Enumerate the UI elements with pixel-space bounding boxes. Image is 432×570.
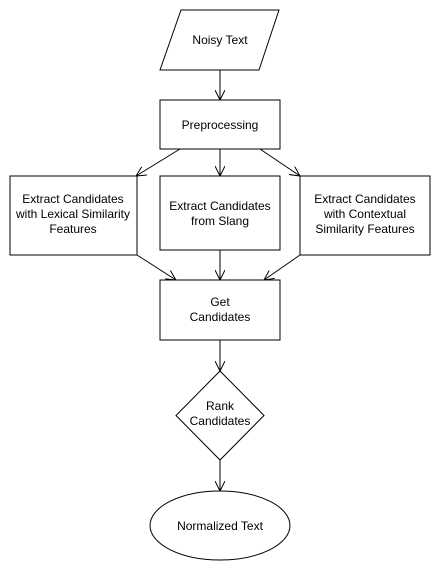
node-rank-candidates: Rank Candidates	[175, 370, 265, 461]
slang-label-line-2: from Slang	[191, 214, 249, 228]
normalized-text-shape	[149, 490, 291, 561]
lexical-label-line-1: Extract Candidates	[22, 192, 123, 206]
normalized-text-label: Normalized Text	[177, 519, 263, 533]
contextual-label-line-2: with Contextual	[323, 207, 406, 221]
lexical-label-line-3: Features	[49, 222, 96, 236]
get-candidates-label-line-1: Get	[210, 295, 230, 309]
rank-candidates-shape	[175, 370, 265, 461]
contextual-label-line-1: Extract Candidates	[314, 192, 415, 206]
preprocessing-shape	[159, 99, 281, 150]
slang-shape	[159, 175, 281, 251]
edge-preprocessing-to-lexical	[136, 148, 181, 176]
node-extract-slang: Extract Candidates from Slang	[159, 175, 281, 251]
slang-label-line-1: Extract Candidates	[169, 199, 270, 213]
edge-preprocessing-to-contextual	[259, 148, 300, 176]
node-preprocessing: Preprocessing	[159, 99, 281, 150]
node-normalized-text: Normalized Text	[149, 490, 291, 561]
get-candidates-label-line-2: Candidates	[190, 310, 251, 324]
edge-contextual-to-get	[264, 254, 301, 280]
node-noisy-text: Noisy Text	[159, 9, 280, 71]
noisy-text-shape	[159, 9, 280, 71]
preprocessing-label: Preprocessing	[182, 118, 259, 132]
contextual-label-line-3: Similarity Features	[315, 222, 414, 236]
node-extract-contextual: Extract Candidates with Contextual Simil…	[299, 175, 431, 256]
edge-lexical-to-get	[136, 254, 176, 280]
lexical-shape	[9, 175, 138, 256]
rank-candidates-label-line-1: Rank	[206, 399, 235, 413]
get-candidates-shape	[159, 279, 281, 341]
lexical-label-line-2: with Lexical Similarity	[15, 207, 130, 221]
node-get-candidates: Get Candidates	[159, 279, 281, 341]
rank-candidates-label-line-2: Candidates	[190, 414, 251, 428]
noisy-text-label: Noisy Text	[192, 33, 248, 47]
contextual-shape	[299, 175, 431, 256]
node-extract-lexical: Extract Candidates with Lexical Similari…	[9, 175, 138, 256]
